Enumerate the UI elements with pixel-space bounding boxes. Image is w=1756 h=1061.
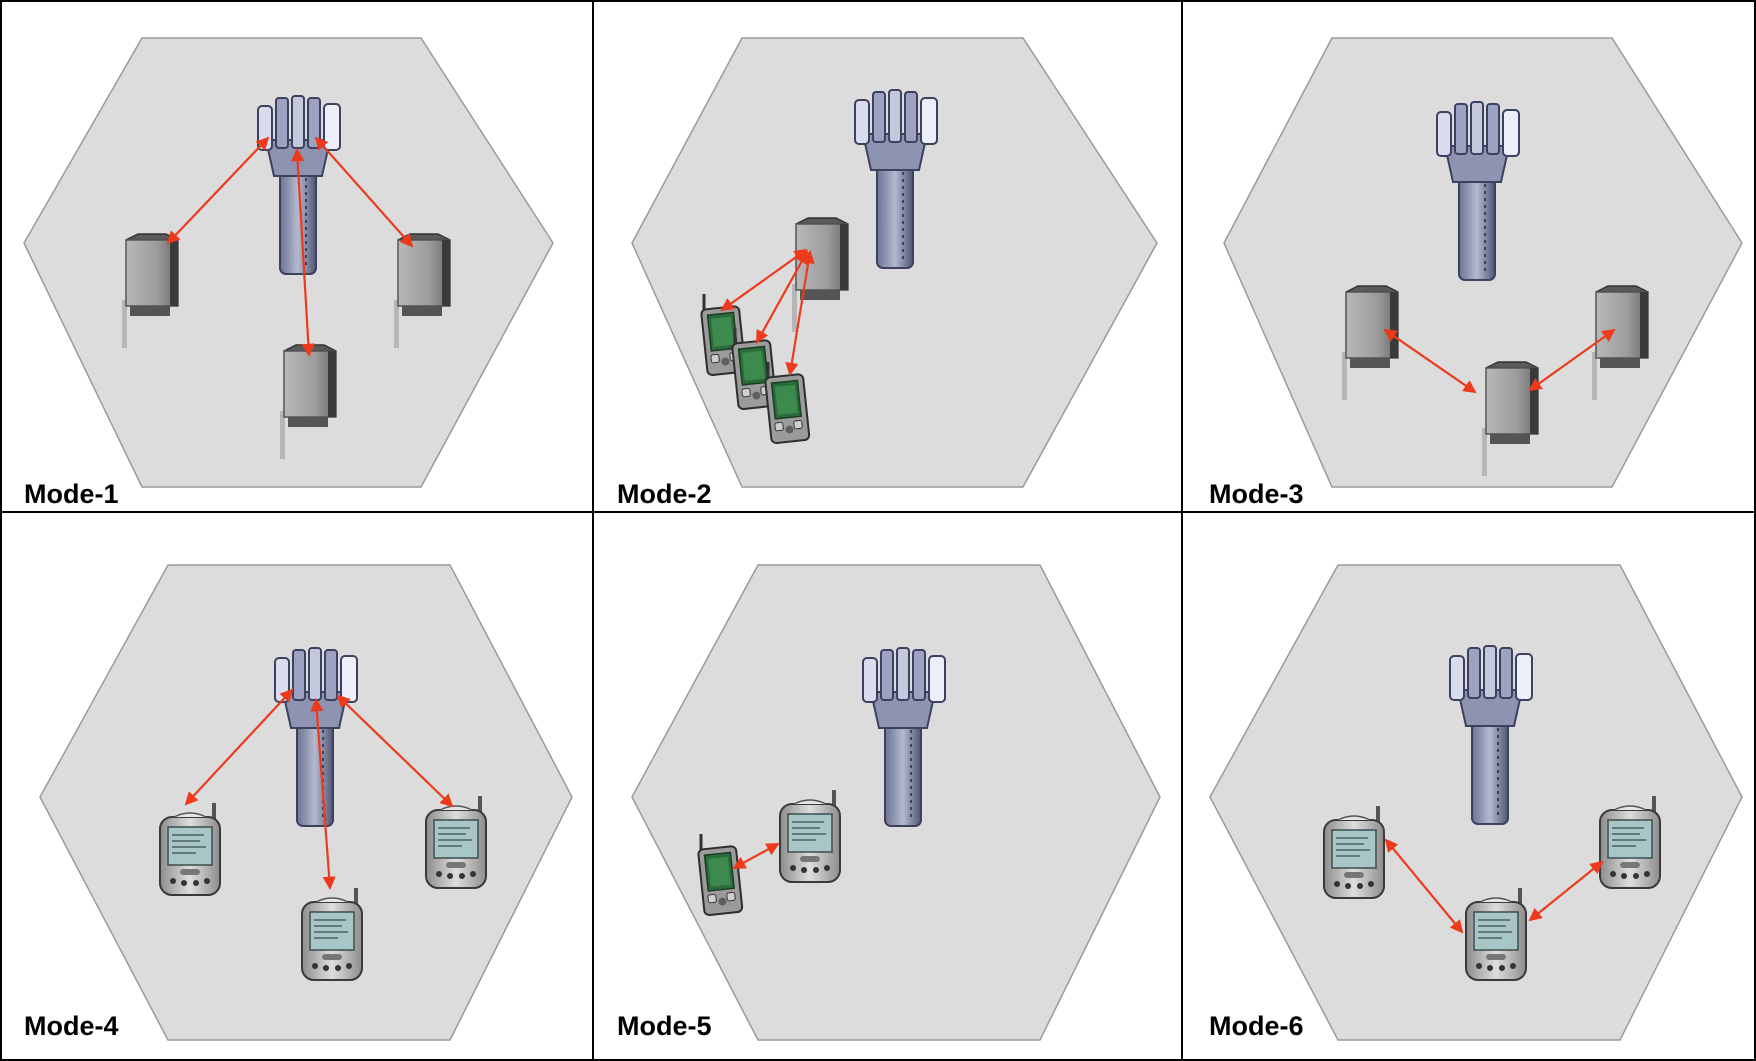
link-arrow bbox=[1383, 328, 1477, 394]
link-arrow bbox=[166, 136, 270, 245]
communication-links bbox=[166, 136, 1616, 934]
mobile-phone-icon bbox=[1599, 795, 1661, 889]
link-arrow bbox=[291, 148, 315, 357]
mode-label: Mode-5 bbox=[617, 1011, 712, 1041]
mobile-phone-icon bbox=[779, 789, 841, 883]
link-arrow bbox=[184, 688, 294, 806]
link-arrow bbox=[785, 250, 815, 376]
link-arrow bbox=[732, 843, 780, 869]
mobile-phone-icon bbox=[1465, 887, 1527, 981]
mode-label: Mode-6 bbox=[1209, 1011, 1304, 1041]
mobile-phone-icon bbox=[1323, 805, 1385, 899]
mobile-phone-icon bbox=[159, 802, 221, 896]
mode-label: Mode-3 bbox=[1209, 479, 1304, 509]
mobile-phone-icon bbox=[425, 795, 487, 889]
link-arrow bbox=[336, 694, 454, 808]
link-arrow bbox=[1528, 328, 1616, 392]
mode-label: Mode-4 bbox=[24, 1011, 119, 1041]
mode-label: Mode-1 bbox=[24, 479, 119, 509]
link-arrow bbox=[1384, 838, 1464, 934]
mobile-phone-icon bbox=[301, 887, 363, 981]
link-arrow bbox=[310, 698, 336, 890]
mode-label: Mode-2 bbox=[617, 479, 712, 509]
link-arrow bbox=[1528, 860, 1604, 922]
link-arrow bbox=[314, 136, 414, 248]
